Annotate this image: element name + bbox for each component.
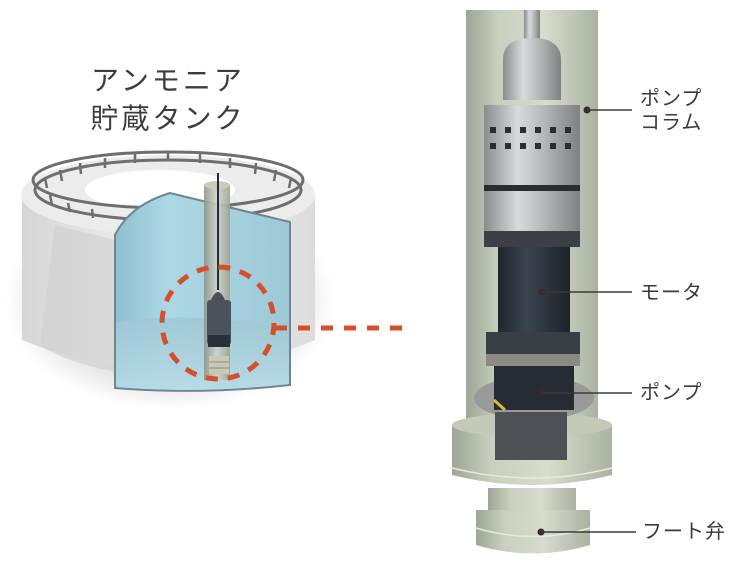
tank-title-line1: アンモニア [91,64,245,97]
label-pump-text: ポンプ [640,380,703,404]
label-foot-valve-text: フート弁 [642,519,726,543]
label-pump-column-line1: ポンプ [640,86,703,110]
label-foot-valve: フート弁 [642,519,726,543]
label-pump: ポンプ [640,380,702,404]
label-pump-column-line2: コラム [640,110,703,134]
highlight-circle [159,264,277,382]
tank-title-line2: 貯蔵タンク [90,102,246,135]
tank-cutaway [114,191,291,392]
label-pump-column: ポンプ コラム [640,86,702,134]
label-motor-text: モータ [640,280,703,304]
tank-pump-pipe [204,173,231,380]
pump-assembly-photo [474,10,594,460]
tank-title: アンモニア 貯蔵タンク [58,62,278,138]
label-motor: モータ [640,280,703,304]
